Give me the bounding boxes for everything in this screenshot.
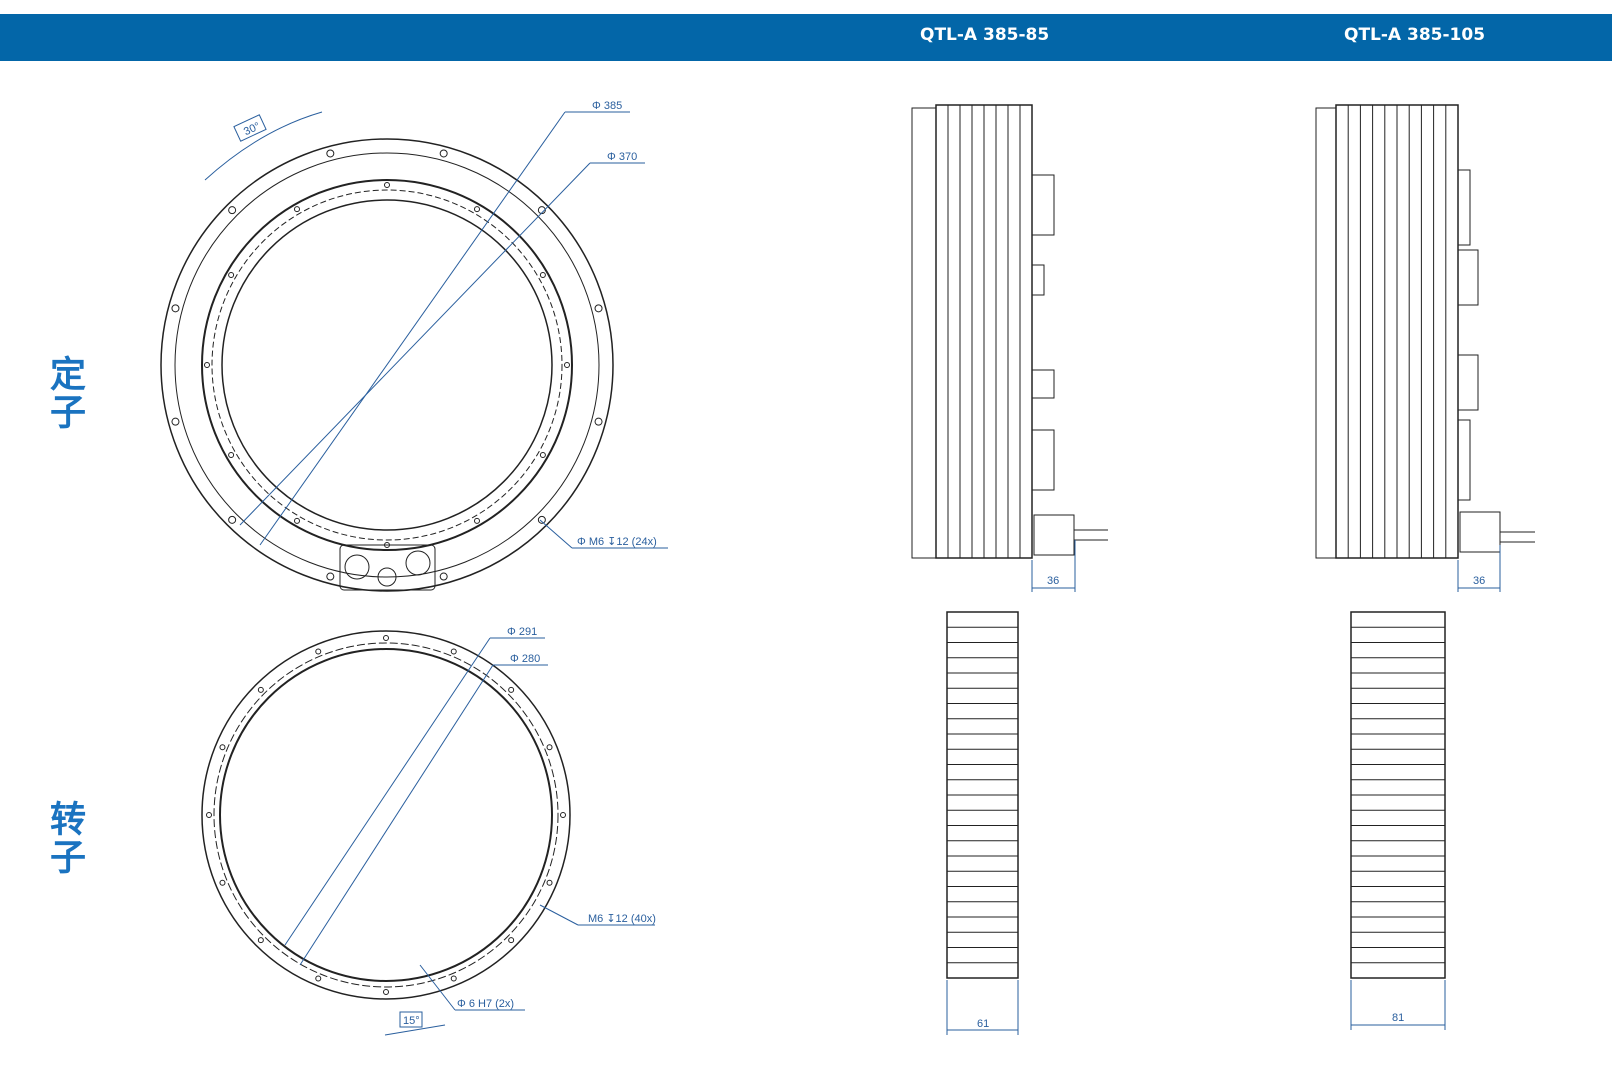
stator-dimensions: 30° Φ 385 Φ 370 Φ M6 ↧12 (24x) (204, 100, 668, 549)
bolt-hole (228, 206, 237, 215)
bolt-hole (474, 206, 480, 213)
model-title-105: QTL-A 385-105 (1344, 25, 1486, 45)
rotor-width-85: 61 (977, 1018, 989, 1030)
rotor-outer-dia: Φ 291 (507, 626, 537, 638)
rotor-angle: 15° (403, 1015, 420, 1027)
bolt-hole (594, 417, 603, 426)
bolt-hole (564, 362, 570, 368)
bolt-hole (219, 879, 226, 886)
bolt-hole (171, 417, 180, 426)
stator-thread: Φ M6 ↧12 (24x) (577, 536, 657, 548)
rotor-side-view-105: 81 (1350, 611, 1446, 1030)
bolt-hole (204, 362, 210, 368)
model-title-85: QTL-A 385-85 (920, 25, 1050, 45)
bolt-hole (294, 206, 300, 213)
stator-width-85: 36 (1047, 575, 1059, 587)
bolt-hole (539, 452, 546, 458)
rotor-inner-dia: Φ 280 (510, 653, 540, 665)
stator-outer-dia: Φ 385 (592, 100, 622, 112)
stator-label: 定子 (44, 355, 85, 431)
bolt-hole (450, 975, 457, 982)
stator-front-view (160, 138, 614, 592)
bolt-hole (508, 686, 515, 693)
bolt-hole (537, 515, 546, 524)
bolt-hole (383, 635, 389, 641)
rotor-label: 转子 (44, 800, 85, 876)
bolt-hole (206, 812, 212, 818)
bolt-hole (539, 272, 546, 278)
rotor-side-view-85: 61 (946, 611, 1019, 1035)
bolt-hole (326, 572, 335, 581)
bolt-hole (384, 182, 390, 188)
bolt-hole (560, 812, 566, 818)
stator-width-105: 36 (1473, 575, 1485, 587)
bolt-hole (228, 515, 237, 524)
bolt-hole (315, 975, 322, 982)
bolt-hole (294, 517, 300, 524)
bolt-hole (228, 272, 235, 278)
bolt-hole (315, 648, 322, 655)
bolt-hole (439, 572, 448, 581)
stator-inner-dia: Φ 370 (607, 151, 637, 163)
header-bar (0, 14, 1612, 61)
bolt-hole (546, 879, 553, 886)
bolt-hole (508, 937, 515, 944)
stator-side-view-105: 36 (1315, 104, 1535, 592)
bolt-hole (439, 149, 448, 158)
rotor-pin: Φ 6 H7 (2x) (457, 998, 514, 1010)
stator-angle: 30° (242, 120, 262, 138)
bolt-hole (219, 744, 226, 751)
bolt-hole (171, 304, 180, 313)
bolt-hole (326, 149, 335, 158)
rotor-dimensions: Φ 291 Φ 280 M6 ↧12 (40x) Φ 6 H7 (2x) 15° (284, 626, 656, 1036)
bolt-hole (450, 648, 457, 655)
bolt-hole (594, 304, 603, 313)
bolt-hole (546, 744, 553, 751)
bolt-hole (537, 206, 546, 215)
bolt-hole (383, 989, 389, 995)
bolt-hole (257, 937, 264, 944)
bolt-hole (474, 517, 480, 524)
rotor-width-105: 81 (1392, 1012, 1404, 1024)
bolt-hole (228, 452, 235, 458)
rotor-thread: M6 ↧12 (40x) (588, 913, 656, 925)
stator-side-view-85: 36 (911, 104, 1108, 592)
bolt-hole (257, 686, 264, 693)
rotor-front-view (201, 630, 571, 1000)
